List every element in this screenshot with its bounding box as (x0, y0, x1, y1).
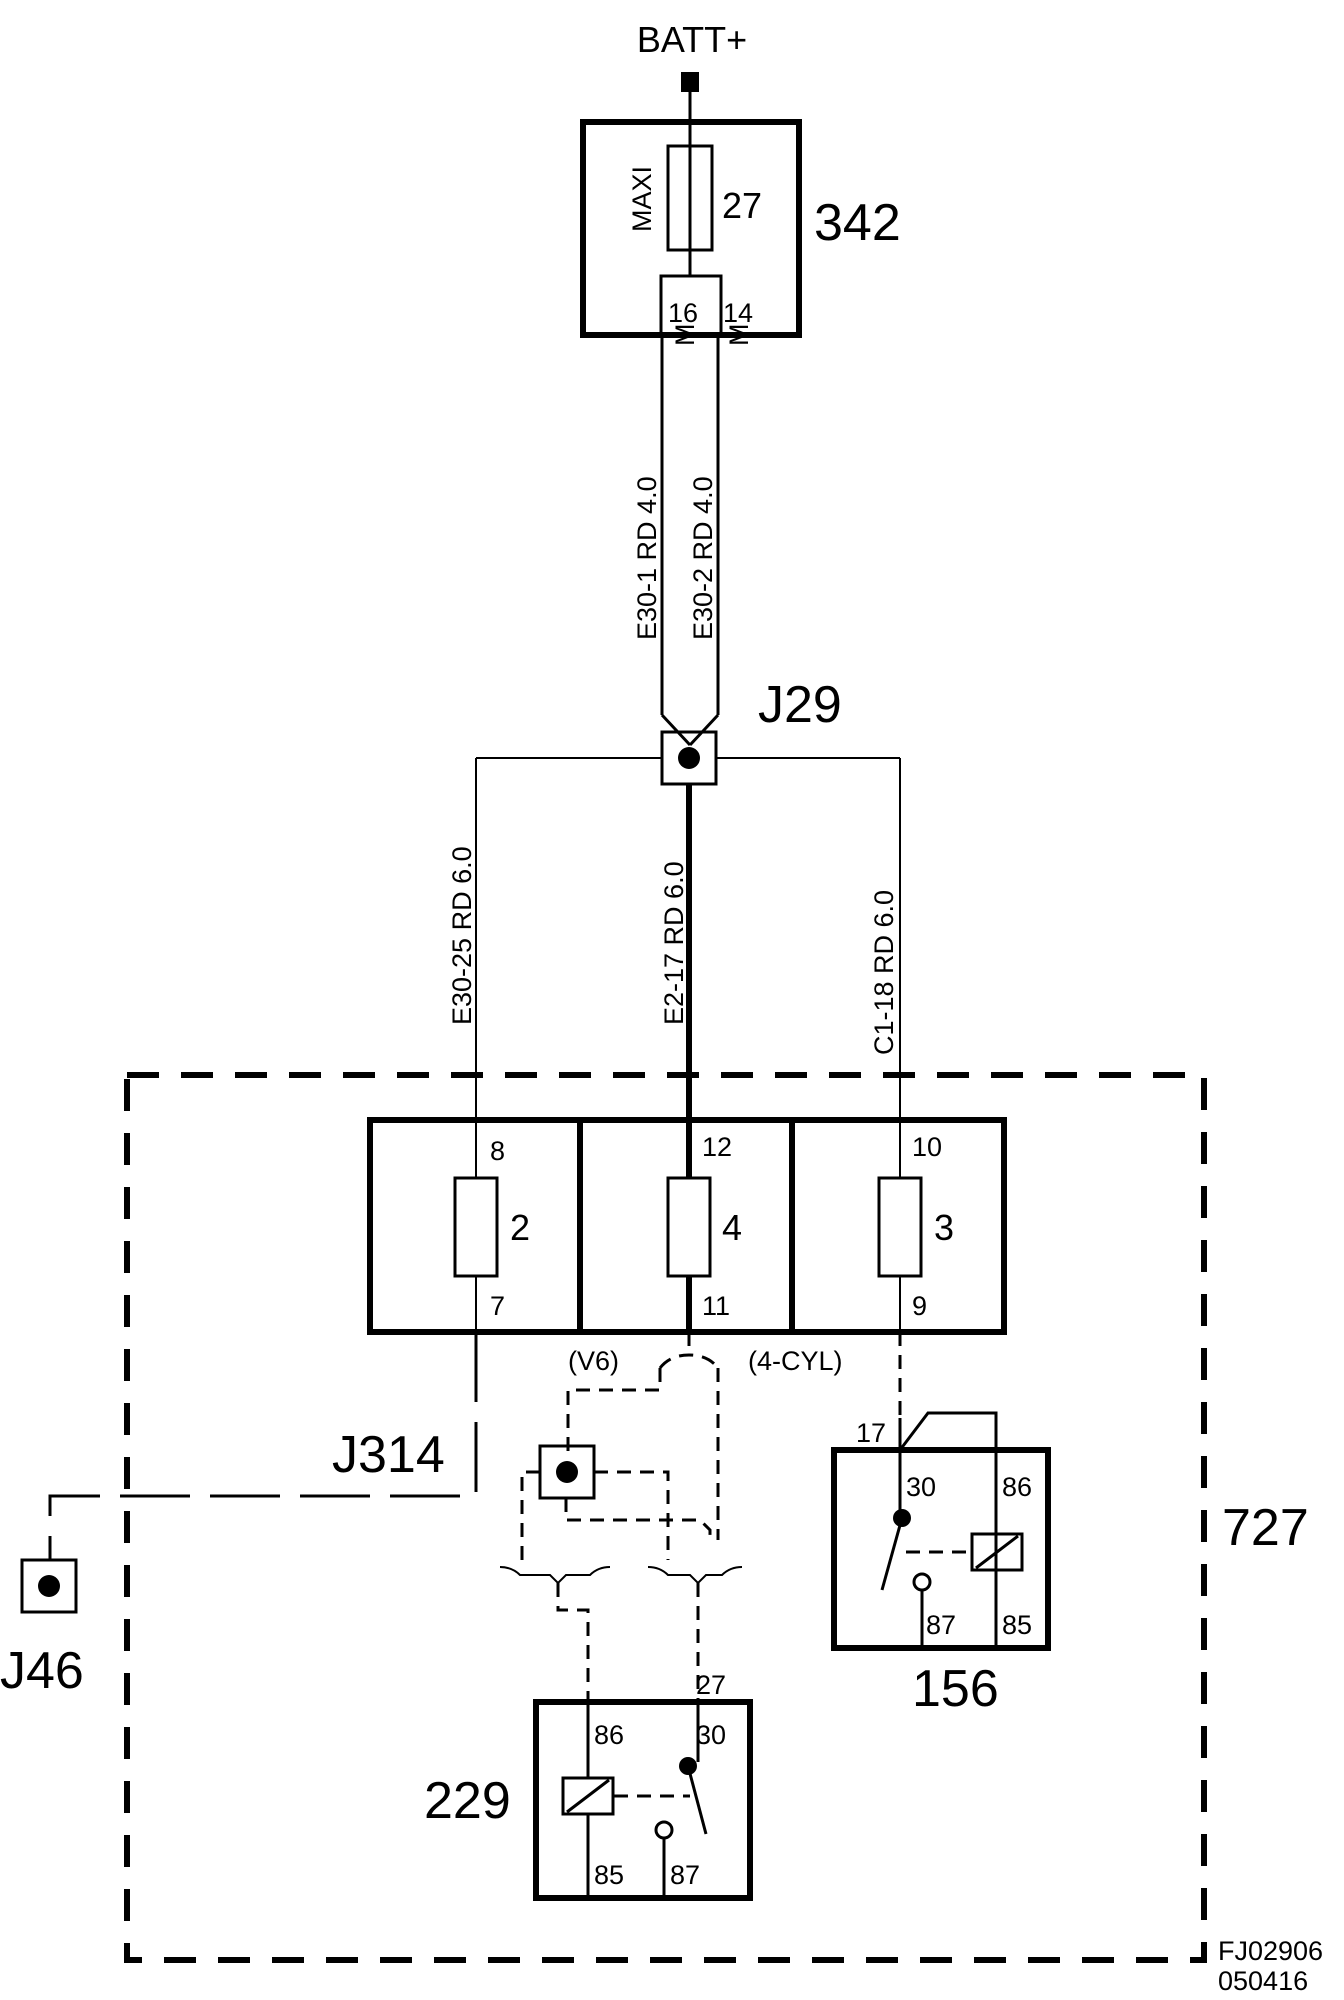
junction-j29-label: J29 (758, 676, 842, 734)
fuse-2 (453, 1176, 499, 1278)
fuse-3-pin-bottom: 9 (912, 1291, 927, 1321)
relay-229-pin-30: 30 (696, 1720, 726, 1750)
fuse-4-pin-top: 12 (702, 1132, 732, 1162)
maxi-block-ref: 342 (814, 194, 901, 252)
relay-229-pin-85: 85 (594, 1860, 624, 1890)
wire-label-e30-2: E30-2 RD 4.0 (688, 476, 718, 640)
fuse-3-pin-top: 10 (912, 1132, 942, 1162)
fuse-2-number: 2 (510, 1207, 530, 1248)
battery-terminal (681, 72, 699, 92)
maxi-fuse-27 (666, 144, 714, 252)
supply-label: BATT+ (637, 19, 747, 60)
junction-j46-label: J46 (0, 1642, 84, 1700)
maxi-fuse-block: MAXI 27 16 14 342 (580, 119, 901, 338)
connector-m-right: M (724, 324, 754, 347)
fuse-3 (877, 1176, 923, 1278)
wire-label-c1-18: C1-18 RD 6.0 (869, 890, 899, 1055)
junction-j314 (538, 1444, 596, 1500)
relay-229: 27 86 30 85 87 229 (424, 1670, 753, 1901)
figure-code-line2: 050416 (1218, 1966, 1308, 1996)
relay-156-pin-87: 87 (926, 1610, 956, 1640)
fuse-box-ref: 727 (1222, 1499, 1309, 1557)
connector-m-left: M (670, 324, 700, 347)
wire-label-e30-25: E30-25 RD 6.0 (447, 846, 477, 1025)
figure-code-line1: FJ02906 (1218, 1936, 1323, 1966)
fuse-2-pin-top: 8 (490, 1136, 505, 1166)
variant-4cyl-label: (4-CYL) (748, 1346, 843, 1376)
relay-229-pin-86: 86 (594, 1720, 624, 1750)
relay-156-ref: 156 (912, 1660, 999, 1718)
junction-j46 (20, 1558, 78, 1614)
fuse-4-pin-bottom: 11 (702, 1291, 730, 1321)
fuse-box-boundary (124, 1072, 1207, 1963)
relay-156-coil (970, 1532, 1024, 1572)
maxi-fuse-number: 27 (722, 185, 762, 226)
relay-156: 17 30 86 87 85 156 (831, 1411, 1051, 1718)
wire-label-e2-17: E2-17 RD 6.0 (659, 861, 689, 1025)
maxi-pin-right: 14 (723, 298, 753, 328)
relay-229-coil (561, 1776, 615, 1816)
wire-label-e30-1: E30-1 RD 4.0 (632, 476, 662, 640)
maxi-fuse-type: MAXI (627, 166, 657, 232)
relay-156-pin-30: 30 (906, 1472, 936, 1502)
fuse-4 (666, 1176, 712, 1278)
maxi-pin-left: 16 (668, 298, 698, 328)
fuse-2-pin-bottom: 7 (490, 1291, 505, 1321)
maxi-connector (659, 274, 723, 337)
junction-j29 (660, 730, 718, 786)
relay-229-pin-87: 87 (670, 1860, 700, 1890)
relay-156-pin-in: 17 (856, 1418, 886, 1448)
junction-j314-label: J314 (332, 1426, 445, 1484)
relay-156-pin-85: 85 (1002, 1610, 1032, 1640)
relay-156-pin-86: 86 (1002, 1472, 1032, 1502)
variant-v6-label: (V6) (568, 1346, 619, 1376)
relay-229-ref: 229 (424, 1772, 511, 1830)
fuse-block: 2 4 3 8 12 10 7 11 9 (367, 1117, 1007, 1335)
relay-229-pin-in: 27 (696, 1670, 726, 1700)
internal-wiring (48, 1332, 902, 1702)
fuse-3-number: 3 (934, 1207, 954, 1248)
fuse-4-number: 4 (722, 1207, 742, 1248)
